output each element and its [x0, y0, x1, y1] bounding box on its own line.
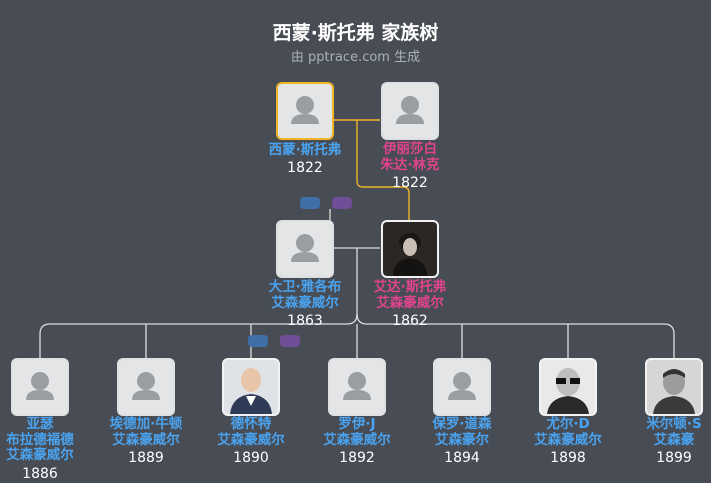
person-name: 尤尔·D 艾森豪威尔: [534, 416, 602, 448]
person-name: 西蒙·斯托弗: [268, 142, 342, 158]
placeholder-avatar-icon: [328, 358, 386, 416]
person-year: 1899: [656, 450, 692, 466]
portrait-photo: [222, 358, 280, 416]
placeholder-avatar-icon: [117, 358, 175, 416]
person-year: 1894: [444, 450, 480, 466]
person-name: 埃德加·牛顿 艾森豪威尔: [109, 416, 183, 448]
portrait-photo: [645, 358, 703, 416]
person-name: 德怀特 艾森豪威尔: [217, 416, 285, 448]
person-year: 1892: [339, 450, 375, 466]
person-year: 1822: [392, 175, 428, 191]
placeholder-avatar-icon: [276, 82, 334, 140]
person-name: 伊丽莎白 朱达·林克: [380, 141, 440, 173]
person-year: 1822: [287, 160, 323, 176]
relation-pill-blue[interactable]: [248, 335, 268, 347]
person-year: 1863: [287, 313, 323, 329]
person-name: 大卫·雅各布 艾森豪威尔: [268, 279, 342, 311]
portrait-photo: [539, 358, 597, 416]
page-title: 西蒙·斯托弗 家族树: [272, 22, 439, 44]
relation-pill-purple[interactable]: [280, 335, 300, 347]
family-connector: [39, 209, 675, 358]
person-year: 1862: [392, 313, 428, 329]
person-name: 米尔顿·S 艾森豪: [646, 416, 702, 448]
person-name: 亚瑟 布拉德福德 艾森豪威尔: [6, 416, 74, 463]
person-year: 1890: [233, 450, 269, 466]
person-year: 1886: [22, 466, 58, 482]
placeholder-avatar-icon: [276, 220, 334, 278]
placeholder-avatar-icon: [381, 82, 439, 140]
placeholder-avatar-icon: [11, 358, 69, 416]
person-name: 保罗·道森 艾森豪尔: [432, 416, 492, 448]
person-name: 罗伊·J 艾森豪威尔: [323, 416, 391, 448]
person-name: 艾达·斯托弗 艾森豪威尔: [373, 279, 447, 311]
page-subtitle: 由 pptrace.com 生成: [290, 50, 421, 65]
relation-pill-purple[interactable]: [332, 197, 352, 209]
placeholder-avatar-icon: [433, 358, 491, 416]
focus-connector: [334, 119, 410, 220]
relation-pill-blue[interactable]: [300, 197, 320, 209]
portrait-photo: [381, 220, 439, 278]
person-year: 1889: [128, 450, 164, 466]
person-year: 1898: [550, 450, 586, 466]
